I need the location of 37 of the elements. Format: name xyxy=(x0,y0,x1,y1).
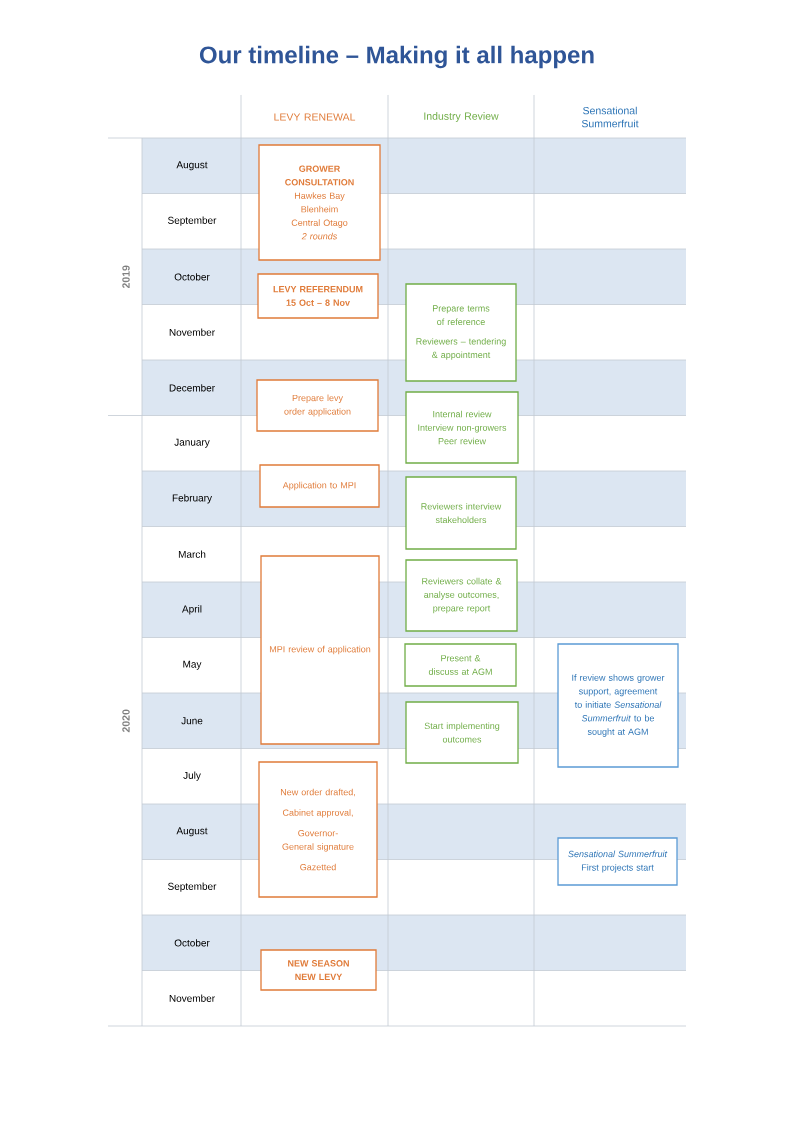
activity-box: Prepare levy order application xyxy=(256,379,379,432)
activity-box: Prepare terms of reference Reviewers – tendering & appointment xyxy=(405,283,517,382)
month-label: August xyxy=(176,827,208,837)
activity-box: New order drafted, Cabinet approval, Governor-General signature Gazetted xyxy=(258,761,378,898)
column-header: LEVY RENEWAL xyxy=(274,113,356,121)
activity-box: If review shows grower support, agreement to initiate Sensational Summerfruit to be sought at AGM xyxy=(557,643,679,768)
month-label: March xyxy=(178,550,206,558)
month-label: August xyxy=(176,161,208,171)
month-label: September xyxy=(168,882,217,892)
activity-box: NEW SEASON NEW LEVY xyxy=(260,949,377,991)
month-label: October xyxy=(174,939,210,947)
month-label: May xyxy=(183,660,202,670)
month-label: January xyxy=(174,438,210,448)
month-label: July xyxy=(183,771,201,781)
month-label: June xyxy=(181,717,203,725)
activity-box: GROWER CONSULTATION Hawkes Bay Blenheim Central Otago 2 rounds xyxy=(258,144,381,261)
activity-box: Start implementing outcomes xyxy=(405,701,519,764)
activity-box: Sensational Summerfruit First projects start xyxy=(557,837,678,886)
month-label: December xyxy=(169,384,215,392)
month-label: February xyxy=(172,494,212,504)
month-label: September xyxy=(168,216,217,226)
activity-box: Internal review Interview non-growers Peer review xyxy=(405,391,519,464)
activity-box: Reviewers interview stakeholders xyxy=(405,476,517,550)
activity-box: MPI review of application xyxy=(260,555,380,745)
month-label: October xyxy=(174,273,210,281)
column-header: Sensational Summerfruit xyxy=(581,106,639,128)
month-label: November xyxy=(169,994,215,1002)
month-label: April xyxy=(182,605,202,615)
year-label: 2019 xyxy=(122,265,130,289)
activity-box: Reviewers collate & analyse outcomes, prepare report xyxy=(405,559,518,632)
column-header: Industry Review xyxy=(424,112,499,122)
activity-box: Present & discuss at AGM xyxy=(404,643,517,687)
activity-box: Application to MPI xyxy=(259,464,380,508)
activity-box: LEVY REFERENDUM 15 Oct – 8 Nov xyxy=(257,273,379,319)
title: Our timeline – Making it all happen xyxy=(199,45,594,69)
year-label: 2020 xyxy=(122,709,130,733)
month-label: November xyxy=(169,328,215,336)
